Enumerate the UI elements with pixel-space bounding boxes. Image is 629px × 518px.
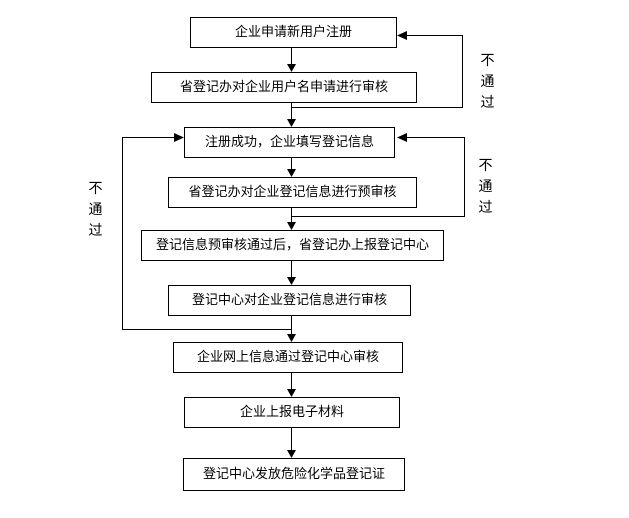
flow-box-report-to-registration-center: 登记信息预审核通过后，省登记办上报登记中心 xyxy=(141,230,444,261)
arrowhead-into-box3 xyxy=(287,119,296,127)
arrowhead-feedback-into-box3-right xyxy=(397,133,407,142)
flow-box-online-info-approved: 企业网上信息通过登记中心审核 xyxy=(173,342,403,373)
feedback-label-not-passed-right-top: 不通过 xyxy=(480,53,495,111)
arrowhead-feedback-into-box3-left xyxy=(174,133,184,142)
feedback-line-right-top xyxy=(291,35,463,108)
arrowhead-into-box4 xyxy=(287,169,296,177)
flow-box-issue-certificate: 登记中心发放危险化学品登记证 xyxy=(183,458,405,491)
arrowhead-into-box8 xyxy=(287,389,296,397)
flow-box-provincial-pre-review: 省登记办对企业登记信息进行预审核 xyxy=(168,177,417,208)
flow-box-submit-electronic-materials: 企业上报电子材料 xyxy=(184,397,400,428)
arrowhead-into-box6 xyxy=(287,277,296,285)
arrowhead-into-box5 xyxy=(287,222,296,230)
flow-box-fill-registration-info: 注册成功，企业填写登记信息 xyxy=(184,127,395,158)
flow-box-center-review: 登记中心对企业登记信息进行审核 xyxy=(168,285,411,316)
feedback-line-left xyxy=(122,137,292,330)
arrowhead-into-box7 xyxy=(287,334,296,342)
arrowhead-into-box9 xyxy=(287,450,296,458)
arrowhead-feedback-into-box1-right xyxy=(397,31,407,40)
arrowhead-into-box2 xyxy=(287,64,296,72)
feedback-line-right-mid xyxy=(291,137,465,217)
flow-box-username-review: 省登记办对企业用户名申请进行审核 xyxy=(151,72,417,103)
feedback-label-not-passed-right-mid: 不通过 xyxy=(478,158,493,216)
flow-box-new-user-registration: 企业申请新用户注册 xyxy=(190,17,397,48)
feedback-label-not-passed-left: 不通过 xyxy=(88,181,103,239)
